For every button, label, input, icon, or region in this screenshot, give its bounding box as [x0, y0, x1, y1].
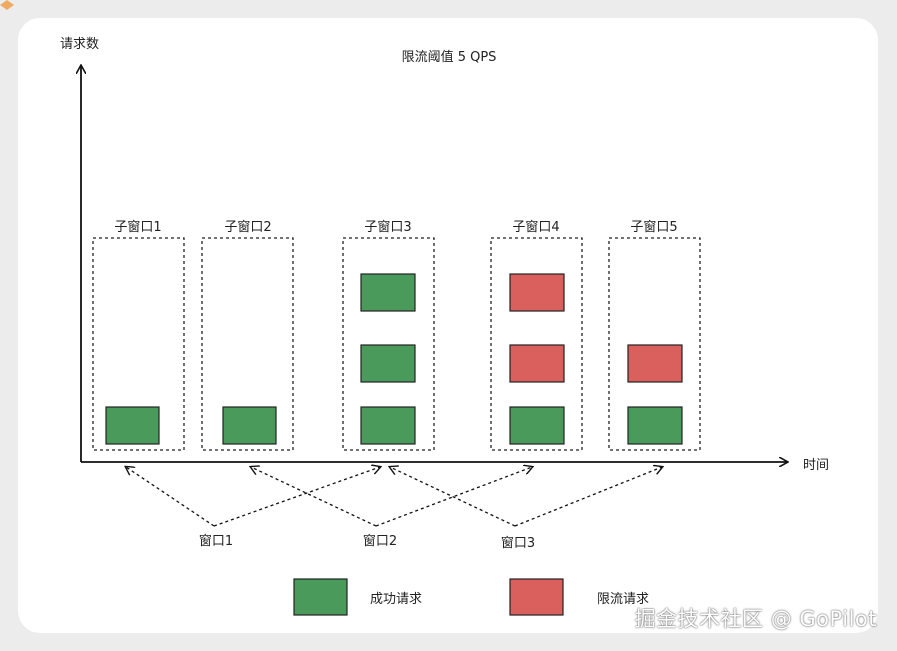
window-2: 窗口2 — [251, 467, 532, 549]
sub-window-box — [342, 237, 435, 451]
success-request-block — [360, 406, 416, 445]
sub-window-label: 子窗口2 — [224, 219, 271, 235]
window-1: 窗口1 — [126, 467, 380, 549]
sub-window-3: 子窗口3 — [342, 219, 435, 451]
sub-window-box — [608, 237, 701, 451]
sub-window-2: 子窗口2 — [201, 219, 294, 451]
legend-success-swatch — [293, 578, 348, 616]
success-request-block — [360, 344, 416, 383]
legend-limited-swatch — [509, 578, 564, 616]
sub-window-label: 子窗口4 — [512, 219, 559, 235]
sub-window-box — [201, 237, 294, 451]
limited-request-block — [509, 344, 565, 383]
success-request-block — [222, 406, 277, 445]
window-arrow-left — [390, 467, 516, 527]
sub-window-box — [490, 237, 583, 451]
window-arrow-left — [126, 467, 215, 527]
sub-window-1: 子窗口1 — [92, 219, 185, 451]
legend: 成功请求 限流请求 — [293, 578, 649, 616]
diagram-card — [18, 18, 878, 633]
window-arrow-right — [213, 467, 380, 527]
window-3: 窗口3 — [390, 467, 662, 551]
sub-window-label: 子窗口3 — [364, 219, 411, 235]
sub-window-4: 子窗口4 — [490, 219, 583, 451]
legend-limited-label: 限流请求 — [597, 592, 649, 607]
window-label: 窗口3 — [501, 535, 535, 551]
success-request-block — [627, 406, 683, 445]
y-axis-label: 请求数 — [60, 37, 99, 52]
limited-request-block — [627, 344, 683, 383]
window-label: 窗口2 — [363, 533, 397, 549]
success-request-block — [360, 273, 416, 312]
sub-window-5: 子窗口5 — [608, 219, 701, 451]
x-axis-label: 时间 — [803, 458, 829, 473]
juejin-logo-icon — [0, 0, 14, 10]
window-arrow-right — [375, 467, 532, 527]
limited-request-block — [509, 273, 565, 312]
window-arrow-right — [514, 467, 662, 527]
diagram-title: 限流阈值 5 QPS — [402, 49, 497, 65]
window-label: 窗口1 — [199, 533, 233, 549]
sub-window-label: 子窗口5 — [630, 219, 677, 235]
watermark: 掘金技术社区 @ GoPilot — [634, 607, 877, 631]
legend-success-label: 成功请求 — [370, 592, 422, 607]
sub-window-label: 子窗口1 — [114, 219, 161, 235]
success-request-block — [509, 406, 565, 445]
window-arrow-left — [251, 467, 377, 527]
success-request-block — [105, 406, 160, 445]
sub-window-box — [92, 237, 185, 451]
